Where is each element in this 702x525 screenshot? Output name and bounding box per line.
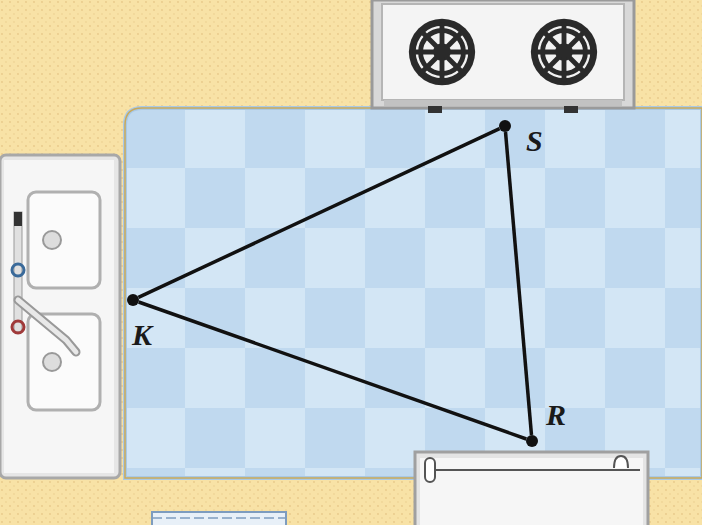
work-point: R [526, 435, 538, 447]
triangle-side [138, 129, 499, 298]
triangle-side [506, 132, 532, 435]
point-label: S [526, 126, 543, 156]
point-label: R [546, 400, 566, 430]
triangle-side [139, 302, 527, 439]
point-label: K [132, 320, 152, 350]
work-point: S [499, 120, 511, 132]
work-point: K [127, 294, 139, 306]
